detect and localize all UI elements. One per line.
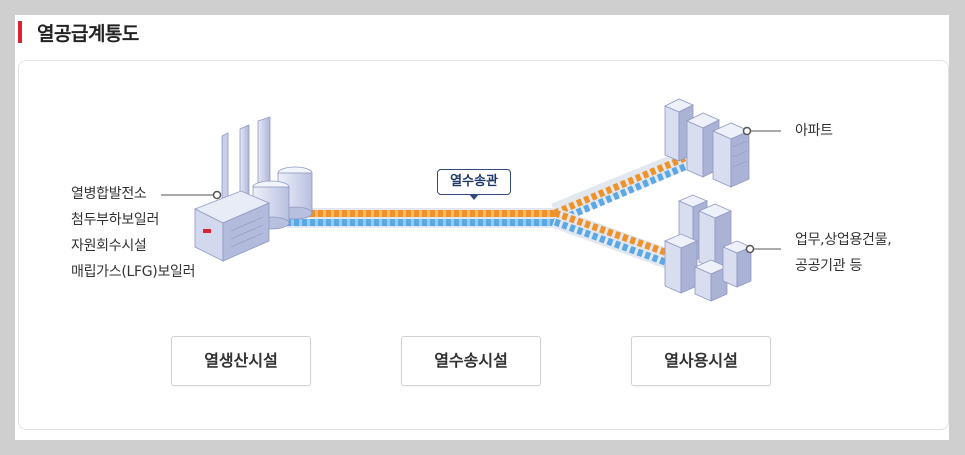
heat-supply-panel: 열공급계통도 — [15, 15, 949, 440]
pipe-lower-shadow — [551, 208, 683, 273]
commercial-labels: 업무,상업용건물, 공공기관 등 — [795, 227, 892, 279]
power-plant-illustration — [194, 116, 313, 262]
pipe-label: 열수송관 — [437, 169, 511, 195]
label-lfg-boiler: 매립가스(LFG)보일러 — [71, 264, 196, 280]
supply-pipe-lower — [553, 209, 681, 261]
heat-use-button[interactable]: 열사용시설 — [631, 336, 771, 386]
callout-dot — [745, 244, 755, 254]
label-apartment: 아파트 — [795, 123, 833, 139]
page-title: 열공급계통도 — [37, 23, 139, 45]
label-chp-plant: 열병합발전소 — [71, 186, 147, 202]
label-peak-boiler: 첨두부하보일러 — [71, 212, 160, 228]
label-commercial-line2: 공공기관 등 — [795, 258, 863, 274]
title-accent-bar — [18, 21, 22, 43]
callout-dot — [212, 190, 222, 200]
diagram-box: 열병합발전소 첨두부하보일러 자원회수시설 매립가스(LFG)보일러 아파트 업… — [18, 60, 949, 430]
apartment-illustration — [664, 98, 750, 188]
pipe-upper-shadow — [551, 149, 691, 223]
heat-source-labels: 열병합발전소 첨두부하보일러 자원회수시설 매립가스(LFG)보일러 — [71, 181, 195, 285]
commercial-building-illustration — [664, 194, 753, 302]
leader-lines — [161, 126, 781, 254]
heat-production-button[interactable]: 열생산시설 — [171, 336, 311, 386]
heat-pipes — [287, 149, 691, 273]
return-pipe-lower — [553, 218, 681, 271]
callout-dot — [742, 126, 752, 136]
return-pipe-main — [287, 219, 555, 226]
supply-pipe-main — [287, 210, 555, 217]
label-commercial-line1: 업무,상업용건물, — [795, 232, 892, 248]
label-resource-recovery: 자원회수시설 — [71, 238, 147, 254]
return-pipe-upper — [553, 161, 691, 226]
heat-transport-button[interactable]: 열수송시설 — [401, 336, 541, 386]
heat-supply-diagram — [161, 98, 781, 302]
pipe-label-pointer — [469, 194, 479, 200]
